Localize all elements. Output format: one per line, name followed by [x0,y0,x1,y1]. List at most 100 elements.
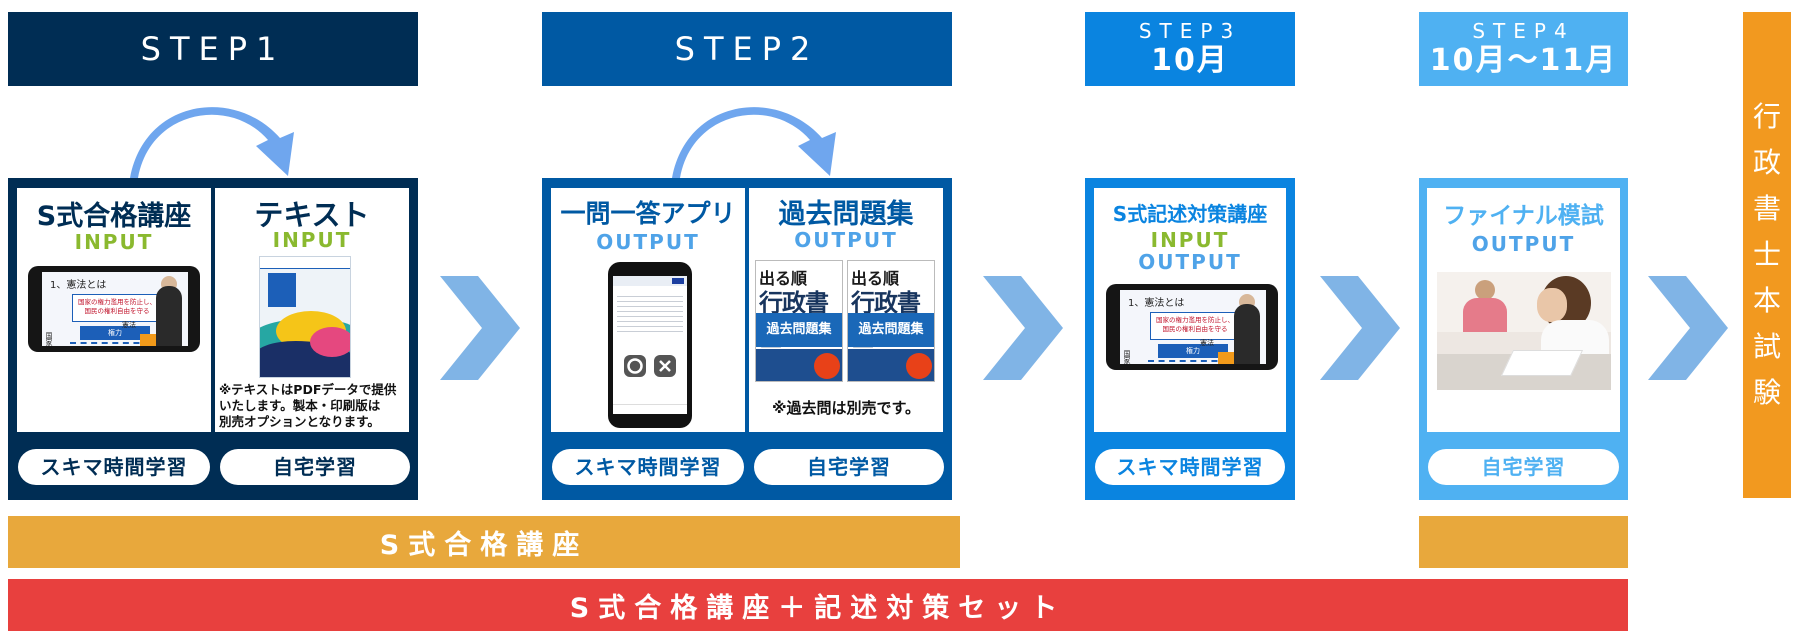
lecture-screen-left-label: 国家 [45,332,53,346]
mock-exam-title: ファイナル模試 [1443,203,1604,229]
step2-header-label: STEP2 [674,30,820,68]
exam-photo-student-back-head [1475,280,1495,300]
app-phone-topbar [613,276,687,286]
essay-phone-image: 1、憲法とは 国家の権力濫用を防止し、 国民の権利自由を守る 権力 国家 憲法 [1106,284,1278,370]
essay-lecturer-figure [1234,304,1260,364]
final-exam-char: 行 [1752,100,1781,133]
course-bar-orange: S式合格講座 [8,516,960,568]
step2-pill-spare-time: スキマ時間学習 [552,449,744,485]
step1-pill-spare-time: スキマ時間学習 [18,449,210,485]
lecture-phone-image: 1、憲法とは 国家の権力濫用を防止し、 国民の権利自由を守る 権力 国家 憲法 [28,266,200,352]
circle-button-icon [624,355,646,377]
final-exam-char: 政 [1752,146,1781,179]
essay-box-line: 国民の権利自由を守る [1162,325,1228,333]
app-phone-image [608,262,692,428]
step2-header: STEP2 [542,12,952,86]
text-note-line: ※テキストはPDFデータで提供 [219,382,397,397]
text-note: ※テキストはPDFデータで提供 いたします。製本・印刷版は 別売オプションとなり… [219,382,407,430]
step3-header-label: STEP3 [1138,19,1242,43]
step1-box: S式合格講座 INPUT 1、憲法とは 国家の権力濫用を防止し、 国民の権利自由… [8,178,418,500]
essay-screen-arrow: 権力 [1158,344,1228,358]
course-bar-orange-step4 [1419,516,1628,568]
step3-month: 10月 [1151,43,1229,78]
step2-curved-arrow-icon [672,107,836,178]
text-note-line: いたします。製本・印刷版は [219,398,381,413]
past-questions-note: ※過去問は別売です。 [771,399,921,417]
step4-pill-home: 自宅学習 [1428,449,1619,485]
textbook-s-mark [268,273,296,307]
final-exam-char: 本 [1752,284,1781,317]
book-2-band: 過去問題集 [848,313,934,347]
step2-pill-home: 自宅学習 [754,449,944,485]
text-title: テキスト [254,198,370,232]
essay-screen-box: 国家の権力濫用を防止し、 国民の権利自由を守る [1150,312,1240,340]
lecture-screen-fan [70,342,150,346]
final-exam-char: 験 [1752,376,1781,409]
essay-screen-heading: 1、憲法とは [1128,298,1185,309]
app-phone-topbar-btn [672,278,684,284]
app-phone-bottom-nav [613,404,687,414]
essay-course-tag-input: INPUT [1150,228,1230,252]
step1-header: STEP1 [8,12,418,86]
step1-panel-lecture: S式合格講座 INPUT 1、憲法とは 国家の権力濫用を防止し、 国民の権利自由… [17,188,211,432]
final-exam-bar: 行 政 書 士 本 試 験 [1743,12,1791,498]
chevron-right-icon [1320,276,1400,380]
textbook-header-strip [260,257,350,269]
essay-screen-left-label: 国家 [1123,350,1131,364]
book-1-band: 過去問題集 [756,313,842,347]
text-tag: INPUT [272,228,352,252]
lecture-box-line: 国家の権力濫用を防止し、 [78,298,156,306]
step3-pill-spare-time: スキマ時間学習 [1095,449,1285,485]
book-2-seal [906,353,932,379]
final-exam-char: 試 [1752,330,1781,363]
course-bar-red: S式合格講座＋記述対策セット [8,579,1628,631]
step4-month: 10月～11月 [1429,43,1618,78]
course-bar-red-label: S式合格講座＋記述対策セット [569,592,1067,624]
textbook-wave-pink [310,327,350,357]
step1-curved-arrow-icon [130,107,294,178]
step4-header: STEP4 10月～11月 [1419,12,1628,86]
book-1-line1: 出る順 [759,269,808,288]
final-exam-char: 書 [1752,192,1781,225]
app-title: 一問一答アプリ [560,199,736,228]
book-2-line1: 出る順 [851,269,900,288]
essay-screen-fan [1148,360,1228,364]
step4-box: ファイナル模試 OUTPUT 自宅学習 [1419,178,1628,500]
mock-exam-tag: OUTPUT [1471,232,1576,256]
exam-photo-student-back [1463,298,1507,332]
past-questions-tag: OUTPUT [794,228,898,252]
step2-panel-app: 一問一答アプリ OUTPUT [551,188,745,432]
text-note-line: 別売オプションとなります。 [219,414,380,429]
lecture-title: S式合格講座 [36,201,192,232]
exam-photo-image [1437,272,1611,390]
close-icon [654,355,676,377]
essay-screen-right-label: 憲法 [1200,339,1214,347]
textbook-cover-image [259,256,351,378]
app-phone-question-text [617,292,683,332]
chevron-right-icon [983,276,1063,380]
lecture-screen-box: 国家の権力濫用を防止し、 国民の権利自由を守る [72,294,162,322]
essay-course-tag-output: OUTPUT [1138,250,1242,274]
lecture-tag: INPUT [74,230,154,254]
lecturer-figure [156,286,182,346]
step3-panel-essay: S式記述対策講座 INPUT OUTPUT 1、憲法とは 国家の権力濫用を防止し… [1094,188,1286,432]
app-tag: OUTPUT [596,230,700,254]
lecture-screen-arrow: 権力 [80,326,150,340]
book-1-seal [814,353,840,379]
exam-photo-paper [1500,350,1584,376]
essay-box-line: 国家の権力濫用を防止し、 [1156,316,1234,324]
past-questions-title: 過去問題集 [778,199,914,230]
step1-panel-text: テキスト INPUT ※テキストはPDFデータで提供 いたします。製本・印刷版は… [215,188,409,432]
step1-header-label: STEP1 [140,30,286,68]
chevron-right-icon [440,276,520,380]
lecture-screen-heading: 1、憲法とは [50,280,107,291]
exam-photo-student-face [1537,288,1567,322]
lecture-box-line: 国民の権利自由を守る [84,307,150,315]
step3-header: STEP3 10月 [1085,12,1295,86]
step4-header-label: STEP4 [1472,19,1575,43]
final-exam-char: 士 [1752,238,1781,271]
essay-course-title: S式記述対策講座 [1112,202,1268,226]
